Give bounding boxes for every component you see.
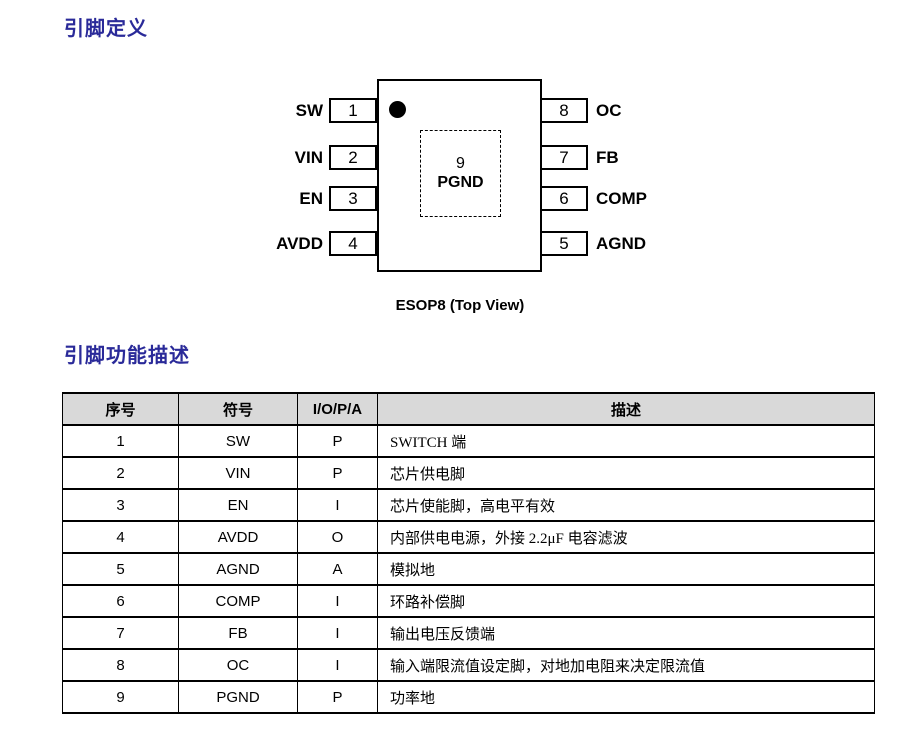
table-header-row: 序号 符号 I/O/P/A 描述 xyxy=(62,392,875,426)
cell-number: 2 xyxy=(62,456,179,490)
pin-box-4: 4 xyxy=(329,231,377,256)
pin1-indicator-dot xyxy=(389,101,406,118)
pin-box-5: 5 xyxy=(540,231,588,256)
cell-symbol: PGND xyxy=(178,680,298,714)
pin-box-2: 2 xyxy=(329,145,377,170)
cell-number: 7 xyxy=(62,616,179,650)
cell-description: 功率地 xyxy=(377,680,875,714)
exposed-pad-label: PGND xyxy=(437,173,484,191)
pin-function-table: 序号 符号 I/O/P/A 描述 1 SW P SWITCH 端 2 VIN P… xyxy=(62,392,875,714)
cell-io: P xyxy=(297,424,378,458)
cell-io: O xyxy=(297,520,378,554)
pin-label-vin: VIN xyxy=(294,148,323,167)
cell-description: 输入端限流值设定脚，对地加电阻来决定限流值 xyxy=(377,648,875,682)
cell-symbol: AVDD xyxy=(178,520,298,554)
cell-description: 芯片使能脚，高电平有效 xyxy=(377,488,875,522)
pin-box-7: 7 xyxy=(540,145,588,170)
table-row: 2 VIN P 芯片供电脚 xyxy=(62,456,875,490)
table-row: 6 COMP I 环路补偿脚 xyxy=(62,584,875,618)
pin-box-6: 6 xyxy=(540,186,588,211)
header-number: 序号 xyxy=(62,392,179,426)
table-row: 8 OC I 输入端限流值设定脚，对地加电阻来决定限流值 xyxy=(62,648,875,682)
table-row: 5 AGND A 模拟地 xyxy=(62,552,875,586)
table-row: 7 FB I 输出电压反馈端 xyxy=(62,616,875,650)
cell-symbol: OC xyxy=(178,648,298,682)
table-row: 3 EN I 芯片使能脚，高电平有效 xyxy=(62,488,875,522)
pin-label-oc: OC xyxy=(596,101,622,120)
pin-label-sw: SW xyxy=(295,101,323,120)
cell-number: 4 xyxy=(62,520,179,554)
exposed-pad: 9 PGND xyxy=(420,130,501,217)
header-symbol: 符号 xyxy=(178,392,298,426)
cell-symbol: FB xyxy=(178,616,298,650)
pin-label-comp: COMP xyxy=(596,189,647,208)
pin-label-agnd: AGND xyxy=(596,234,647,253)
package-caption: ESOP8 (Top View) xyxy=(395,297,525,314)
exposed-pad-number: 9 xyxy=(456,154,465,172)
cell-symbol: COMP xyxy=(178,584,298,618)
cell-description: 输出电压反馈端 xyxy=(377,616,875,650)
pin-definition-title: 引脚定义 xyxy=(64,18,148,40)
cell-description: 内部供电电源，外接 2.2μF 电容滤波 xyxy=(377,520,875,554)
pin-label-avdd: AVDD xyxy=(276,234,323,253)
cell-io: P xyxy=(297,680,378,714)
cell-description: 环路补偿脚 xyxy=(377,584,875,618)
cell-number: 6 xyxy=(62,584,179,618)
table-row: 9 PGND P 功率地 xyxy=(62,680,875,714)
cell-number: 8 xyxy=(62,648,179,682)
header-io: I/O/P/A xyxy=(297,392,378,426)
cell-io: I xyxy=(297,616,378,650)
pin-label-en: EN xyxy=(299,189,323,208)
cell-description: 芯片供电脚 xyxy=(377,456,875,490)
cell-number: 5 xyxy=(62,552,179,586)
cell-io: I xyxy=(297,648,378,682)
pin-box-1: 1 xyxy=(329,98,377,123)
cell-number: 9 xyxy=(62,680,179,714)
cell-io: A xyxy=(297,552,378,586)
cell-description: SWITCH 端 xyxy=(377,424,875,458)
pin-label-fb: FB xyxy=(596,148,619,167)
cell-symbol: EN xyxy=(178,488,298,522)
cell-io: P xyxy=(297,456,378,490)
cell-symbol: VIN xyxy=(178,456,298,490)
cell-symbol: AGND xyxy=(178,552,298,586)
cell-symbol: SW xyxy=(178,424,298,458)
pin-function-title: 引脚功能描述 xyxy=(64,345,190,367)
table-row: 4 AVDD O 内部供电电源，外接 2.2μF 电容滤波 xyxy=(62,520,875,554)
cell-description: 模拟地 xyxy=(377,552,875,586)
header-description: 描述 xyxy=(377,392,875,426)
cell-io: I xyxy=(297,584,378,618)
table-row: 1 SW P SWITCH 端 xyxy=(62,424,875,458)
pin-box-3: 3 xyxy=(329,186,377,211)
cell-io: I xyxy=(297,488,378,522)
pin-box-8: 8 xyxy=(540,98,588,123)
cell-number: 3 xyxy=(62,488,179,522)
cell-number: 1 xyxy=(62,424,179,458)
